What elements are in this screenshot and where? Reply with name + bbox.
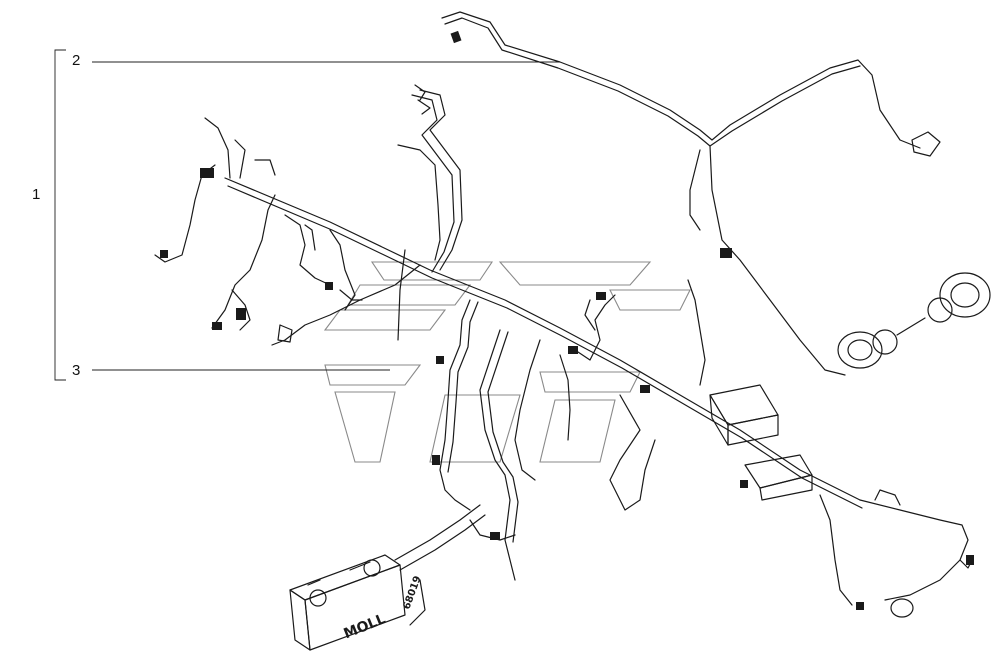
- harness-wires: [154, 11, 991, 651]
- callout-item-1: 1: [32, 186, 41, 203]
- callout-item-3: 3: [72, 362, 81, 379]
- watermark-logo: [323, 261, 691, 463]
- connectors: [160, 30, 974, 610]
- callout-leaders: [54, 49, 560, 381]
- callout-item-2: 2: [72, 52, 81, 69]
- battery-brand-label: MOLL: [341, 611, 388, 642]
- battery-model-label: 68019: [401, 575, 423, 611]
